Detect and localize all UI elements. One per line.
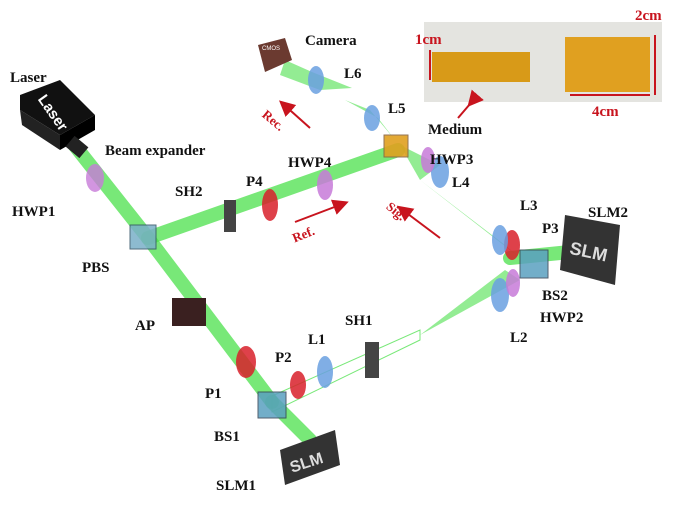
lens-l4 bbox=[431, 156, 449, 188]
large-crystal bbox=[565, 37, 650, 92]
label-laser: Laser bbox=[10, 70, 47, 86]
lens-l3 bbox=[492, 225, 508, 255]
label-l6: L6 bbox=[344, 66, 362, 82]
rec-arrow bbox=[279, 100, 311, 129]
hwp2 bbox=[506, 269, 520, 297]
polarizer-p1 bbox=[236, 346, 256, 378]
label-l3: L3 bbox=[520, 198, 538, 214]
label-slm1: SLM1 bbox=[216, 478, 256, 494]
polarizer-p4 bbox=[262, 189, 278, 221]
bs1-cube bbox=[257, 391, 287, 419]
label-camera: Camera bbox=[305, 33, 357, 49]
beam-laser-to-pbs bbox=[65, 135, 155, 245]
bs2-cube bbox=[519, 249, 549, 279]
label-l2: L2 bbox=[510, 330, 528, 346]
dim-1cm: 1cm bbox=[415, 32, 442, 48]
dim-2cm: 2cm bbox=[635, 8, 662, 24]
lens-l2 bbox=[491, 278, 509, 312]
beam-pbs-to-bs1 bbox=[141, 231, 279, 409]
label-sh2: SH2 bbox=[175, 184, 203, 200]
polarizer-p2 bbox=[290, 371, 306, 399]
ref-arrow bbox=[294, 199, 349, 223]
cmos-label: CMOS bbox=[262, 46, 280, 52]
components: SLM SLM bbox=[86, 66, 620, 485]
medium-pointer bbox=[457, 89, 484, 119]
label-p2: P2 bbox=[275, 350, 292, 366]
pbs-cube bbox=[129, 224, 157, 250]
hwp1 bbox=[86, 164, 104, 192]
label-bs1: BS1 bbox=[214, 429, 240, 445]
slm2-device bbox=[560, 215, 620, 285]
camera-cmos: CMOS bbox=[258, 38, 292, 72]
beam-signal-lower bbox=[271, 329, 421, 413]
label-hwp2: HWP2 bbox=[540, 310, 583, 326]
ref-label: Ref. bbox=[290, 223, 317, 245]
lens-l6 bbox=[308, 66, 324, 94]
label-p4: P4 bbox=[246, 174, 263, 190]
laser-source: Laser bbox=[20, 80, 95, 159]
label-l4: L4 bbox=[452, 175, 470, 191]
label-pbs: PBS bbox=[82, 260, 110, 276]
label-hwp4: HWP4 bbox=[288, 155, 332, 171]
dim-4cm: 4cm bbox=[592, 104, 619, 120]
component-labels: Laser Beam expander HWP1 PBS AP P1 BS1 S… bbox=[10, 33, 628, 494]
label-beam-expander: Beam expander bbox=[105, 143, 206, 159]
small-crystal bbox=[432, 52, 530, 82]
label-p1: P1 bbox=[205, 386, 222, 402]
medium-photo-inset: 1cm 2cm 4cm bbox=[415, 8, 662, 120]
beam-expander bbox=[65, 135, 89, 159]
label-hwp1: HWP1 bbox=[12, 204, 55, 220]
rec-label: Rec. bbox=[259, 107, 287, 134]
lens-l1 bbox=[317, 356, 333, 388]
shutter-sh2 bbox=[224, 200, 236, 232]
label-l5: L5 bbox=[388, 101, 406, 117]
lens-l5 bbox=[364, 105, 380, 131]
label-hwp3: HWP3 bbox=[430, 152, 473, 168]
label-ap: AP bbox=[135, 318, 155, 334]
shutter-sh1 bbox=[365, 342, 379, 378]
sig-label: Sig. bbox=[383, 199, 408, 224]
label-slm2: SLM2 bbox=[588, 205, 628, 221]
label-sh1: SH1 bbox=[345, 313, 373, 329]
sig-arrow bbox=[396, 205, 441, 239]
hwp3 bbox=[421, 147, 435, 173]
medium-crystal bbox=[383, 134, 409, 158]
label-bs2: BS2 bbox=[542, 288, 568, 304]
aperture-ap bbox=[172, 298, 206, 326]
label-p3: P3 bbox=[542, 221, 559, 237]
label-medium: Medium bbox=[428, 122, 483, 138]
polarizer-p3 bbox=[504, 230, 520, 260]
label-l1: L1 bbox=[308, 332, 326, 348]
hwp4 bbox=[317, 170, 333, 200]
slm1-device bbox=[280, 430, 340, 485]
